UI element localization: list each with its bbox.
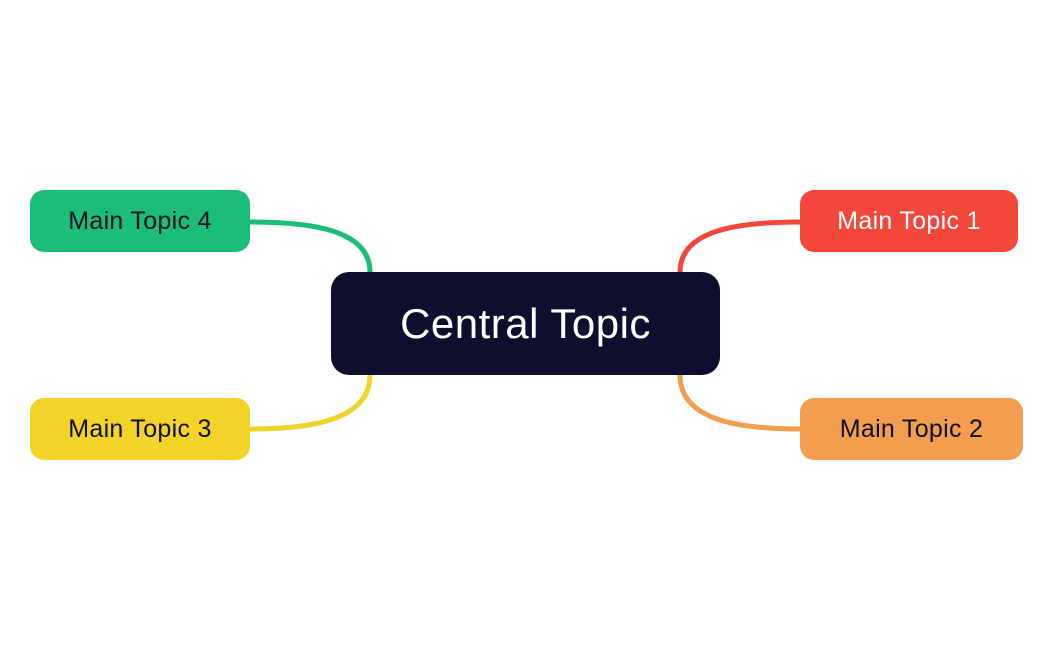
node-main-topic-4[interactable]: Main Topic 4 [30, 190, 250, 252]
connector-main-topic-3 [247, 372, 373, 432]
connector-main-topic-4 [247, 219, 373, 275]
connector-main-topic-1 [677, 219, 803, 275]
node-main-topic-2[interactable]: Main Topic 2 [800, 398, 1023, 460]
node-main-topic-3[interactable]: Main Topic 3 [30, 398, 250, 460]
central-topic-label: Central Topic [400, 299, 651, 347]
main-topic-1-label: Main Topic 1 [837, 206, 981, 235]
node-main-topic-1[interactable]: Main Topic 1 [800, 190, 1018, 252]
node-central-topic[interactable]: Central Topic [331, 272, 720, 375]
main-topic-2-label: Main Topic 2 [839, 414, 984, 443]
main-topic-3-label: Main Topic 3 [68, 414, 212, 443]
connector-main-topic-2 [677, 372, 803, 432]
main-topic-4-label: Main Topic 4 [68, 206, 212, 235]
